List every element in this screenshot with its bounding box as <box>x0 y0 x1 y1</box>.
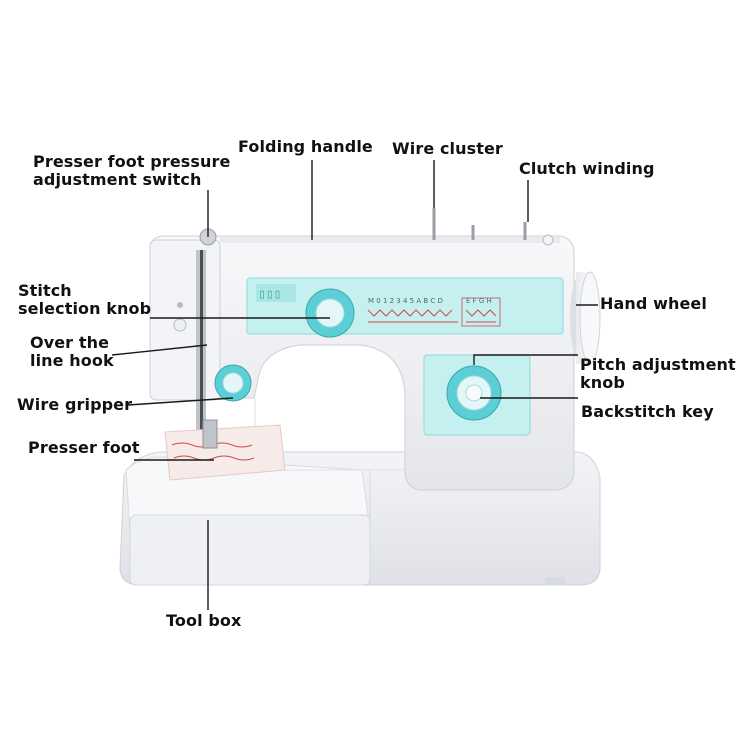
label-backstitch-key: Backstitch key <box>581 402 714 421</box>
label-over-the-line-hook: Over the line hook <box>30 334 114 370</box>
label-presser-foot-pressure: Presser foot pressure adjustment switch <box>33 153 230 189</box>
label-wire-gripper: Wire gripper <box>17 395 133 414</box>
label-presser-foot: Presser foot <box>28 438 140 457</box>
stitch-letter-row: M 0 1 2 3 4 5 A B C D <box>368 297 443 305</box>
label-clutch-winding: Clutch winding <box>519 159 655 178</box>
hand-wheel <box>570 271 601 365</box>
leader-lines <box>111 160 598 610</box>
stitch-panel: ▯▯▯ M 0 1 2 3 4 5 A B C D E F G H <box>246 277 564 335</box>
label-pitch-adjustment-line1: Pitch adjustment <box>580 355 736 374</box>
label-pitch-adjustment-line2: knob <box>580 373 625 392</box>
presser-foot <box>164 419 286 481</box>
label-presser-foot-pressure-line2: adjustment switch <box>33 170 202 189</box>
label-stitch-selection-line2: selection knob <box>18 299 152 318</box>
label-wire-cluster: Wire cluster <box>392 139 503 158</box>
spool-pins <box>432 208 554 246</box>
label-tool-box: Tool box <box>166 611 242 630</box>
label-presser-foot-pressure-line1: Presser foot pressure <box>33 152 231 171</box>
label-hand-wheel: Hand wheel <box>600 294 707 313</box>
pitch-panel <box>423 354 531 436</box>
label-stitch-selection: Stitch selection knob <box>18 282 151 318</box>
label-over-the-line-hook-line2: line hook <box>30 351 114 370</box>
stitch-selection-knob <box>305 288 355 338</box>
label-stitch-selection-line1: Stitch <box>18 281 72 300</box>
svg-text:▯▯▯: ▯▯▯ <box>258 287 281 302</box>
label-folding-handle: Folding handle <box>238 137 373 156</box>
stitch-letter-row-right: E F G H <box>466 297 492 305</box>
label-pitch-adjustment: Pitch adjustment knob <box>580 356 736 392</box>
label-over-the-line-hook-line1: Over the <box>30 333 110 352</box>
